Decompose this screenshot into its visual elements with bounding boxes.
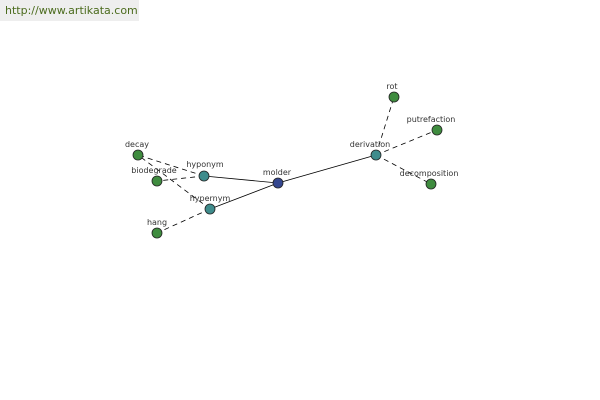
node-rot[interactable] xyxy=(388,91,400,103)
edge-derivation-putrefaction xyxy=(375,129,438,156)
edge-hypernym-decay xyxy=(137,154,211,210)
node-hyponym[interactable] xyxy=(198,170,210,182)
edge-molder-hyponym xyxy=(203,175,279,184)
node-label-rot: rot xyxy=(386,82,397,91)
node-derivation[interactable] xyxy=(370,149,382,161)
node-label-biodegrade: biodegrade xyxy=(131,166,177,175)
node-decomposition[interactable] xyxy=(425,178,437,190)
edge-hyponym-decay xyxy=(137,154,205,177)
node-decay[interactable] xyxy=(132,149,144,161)
node-molder[interactable] xyxy=(272,177,284,189)
edge-molder-derivation xyxy=(277,154,377,184)
edge-hyponym-biodegrade xyxy=(156,175,205,182)
edge-layer xyxy=(137,96,438,234)
site-url-banner[interactable]: http://www.artikata.com xyxy=(0,0,139,21)
edge-derivation-decomposition xyxy=(375,154,432,185)
node-label-derivation: derivation xyxy=(350,140,390,149)
node-label-putrefaction: putrefaction xyxy=(407,115,456,124)
node-label-hypernym: hypernym xyxy=(190,194,231,203)
node-label-hyponym: hyponym xyxy=(186,160,224,169)
node-layer xyxy=(132,91,443,239)
edge-hypernym-hang xyxy=(156,208,211,234)
node-hypernym[interactable] xyxy=(204,203,216,215)
node-putrefaction[interactable] xyxy=(431,124,443,136)
label-layer: molder hyponym hypernym derivation decay biod… xyxy=(125,82,458,227)
node-label-decay: decay xyxy=(125,140,149,149)
node-label-molder: molder xyxy=(263,168,292,177)
site-url-text: http://www.artikata.com xyxy=(5,4,138,17)
edge-derivation-rot xyxy=(375,96,395,156)
node-label-hang: hang xyxy=(147,218,167,227)
node-hang[interactable] xyxy=(151,227,163,239)
node-label-decomposition: decomposition xyxy=(400,169,459,178)
edge-molder-hypernym xyxy=(209,182,279,210)
node-biodegrade[interactable] xyxy=(151,175,163,187)
